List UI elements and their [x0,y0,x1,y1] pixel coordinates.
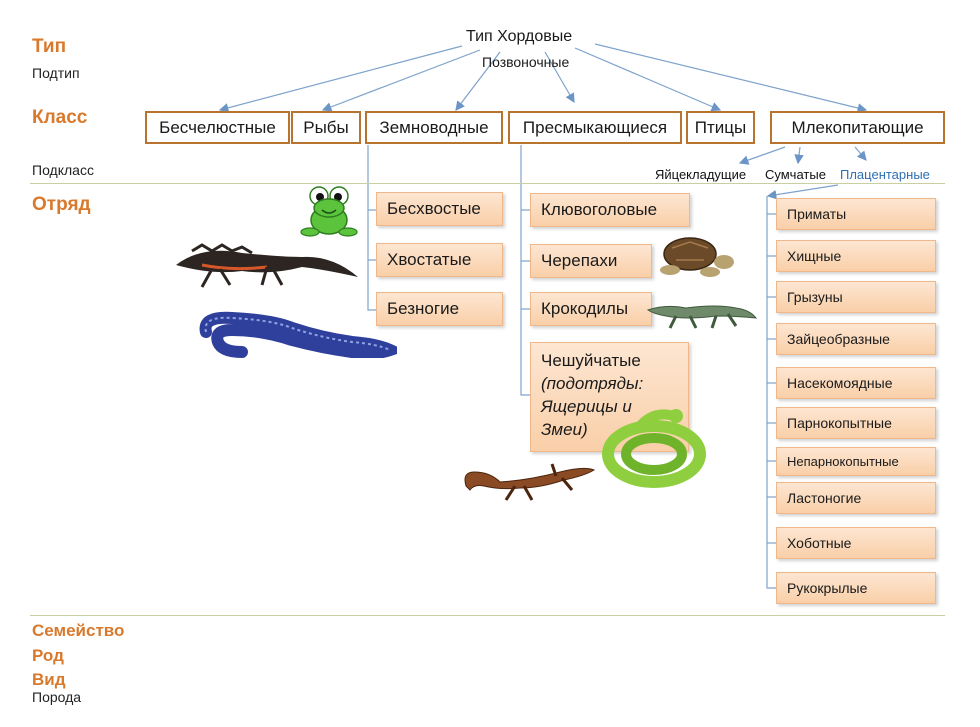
order-insectivora: Насекомоядные [776,367,936,399]
order-primates: Приматы [776,198,936,230]
order-caudata: Хвостатые [376,243,503,277]
order-artiodactyla: Парнокопытные [776,407,936,439]
arrow-to-fish [321,49,481,112]
order-testudines: Черепахи [530,244,652,278]
class-jawless: Бесчелюстные [145,111,290,144]
arrow-to-birds [574,47,722,112]
rank-subclass: Подкласс [32,162,94,178]
arrow-to-placentals [854,146,867,161]
newt-icon [176,243,358,288]
class-fish: Рыбы [291,111,361,144]
mammal-tree [766,196,776,589]
rank-class: Класс [32,107,88,128]
arrow-to-amphibians [455,51,501,111]
rank-species: Вид [32,670,66,689]
rank-family: Семейство [32,621,125,640]
order-proboscidea: Хоботные [776,527,936,559]
rank-breed: Порода [32,689,82,705]
order-pinnipedia: Ластоногие [776,482,936,514]
separator-subclass [30,183,945,184]
crocodile-icon [646,305,758,329]
arrow-to-mammals [594,43,868,113]
order-anura: Бесхвостые [376,192,503,226]
frog-icon [300,186,358,237]
squamata-title: Чешуйчатые [541,351,641,370]
order-carnivora: Хищные [776,240,936,272]
arrow-to-reptiles [544,51,575,104]
squamata-sub-1: (подотряды: [541,374,644,393]
rank-type: Тип [32,36,67,57]
order-perissodactyla: Непарнокопытные [776,447,936,476]
lizard-icon [464,463,596,501]
arrow-to-monotremes [738,146,786,165]
rank-genus: Род [32,646,64,665]
class-mammals: Млекопитающие [770,111,945,144]
squamata-sub-2: Ящерицы и [541,397,632,416]
class-reptiles: Пресмыкающиеся [508,111,682,144]
amphibian-tree [367,145,376,311]
squamata-sub-3: Змеи) [541,420,588,439]
subclass-placentals: Плацентарные [840,167,930,182]
order-chiroptera: Рукокрылые [776,572,936,604]
separator-family [30,615,945,616]
order-apoda: Безногие [376,292,503,326]
order-rodentia: Грызуны [776,281,936,313]
class-birds: Птицы [686,111,755,144]
snake-icon [602,409,706,488]
order-crocodilia: Крокодилы [530,292,652,326]
arrow-to-marsupials [794,146,804,165]
order-lagomorpha: Зайцеобразные [776,323,936,355]
rank-order: Отряд [32,194,91,215]
subclass-marsupials: Сумчатые [765,167,826,182]
arrow-to-jawless [218,45,463,113]
order-rhynchocephalia: Клювоголовые [530,193,690,227]
arrow-placental-orders [766,184,839,200]
subclass-monotremes: Яйцекладущие [655,167,747,182]
caecilian-icon [199,311,397,358]
subphylum-title: Позвоночные [482,54,570,70]
turtle-icon [660,237,734,277]
reptile-tree [520,145,530,396]
class-amphibians: Земноводные [365,111,503,144]
rank-subtype: Подтип [32,65,80,81]
phylum-title: Тип Хордовые [466,28,573,45]
